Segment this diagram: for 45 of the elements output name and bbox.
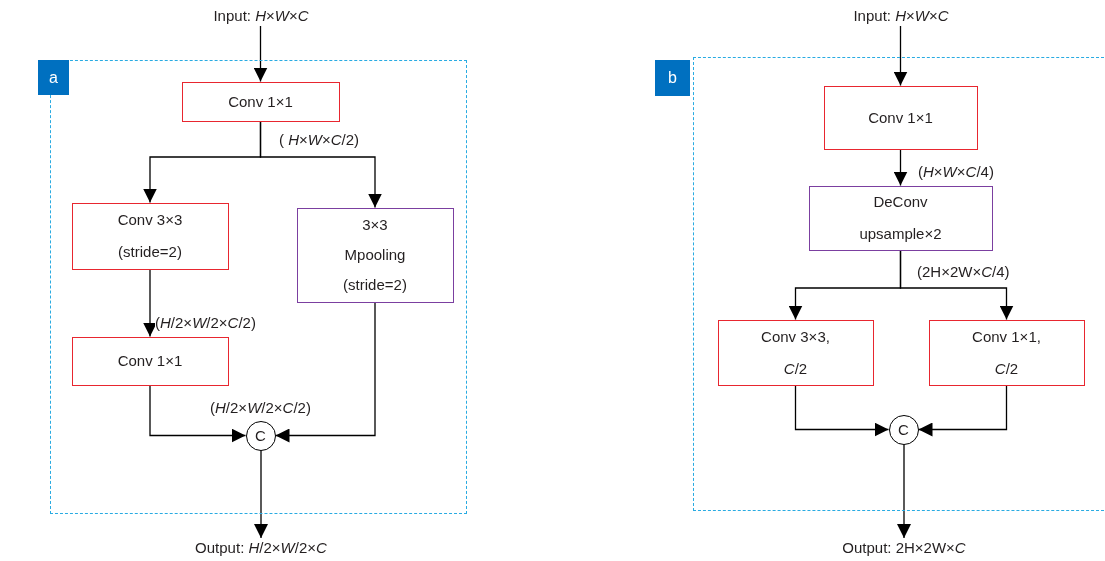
circle-label: C xyxy=(255,427,266,444)
process-box xyxy=(71,202,229,270)
arrow xyxy=(899,249,1014,321)
arrow xyxy=(143,268,157,338)
process-box xyxy=(808,185,993,251)
edge-label: (H/2×W/2×C/2) xyxy=(155,314,256,332)
arrow xyxy=(917,384,1008,437)
box-label: 3×3 Mpooling (stride=2) xyxy=(342,215,408,295)
box-label: Conv 3×3, C/2 xyxy=(760,326,831,379)
input-label: Input: H×W×C xyxy=(853,6,949,26)
arrow xyxy=(274,301,376,443)
arrow xyxy=(149,384,247,443)
arrow xyxy=(893,25,908,87)
dimension-label: (H/2×W/2×C/2) xyxy=(210,399,311,417)
concat-circle xyxy=(888,414,919,445)
box-label: Conv 1×1 xyxy=(867,107,934,128)
process-box xyxy=(181,81,340,122)
box-label: Conv 3×3 (stride=2) xyxy=(116,210,184,262)
box-label: DeConv upsample×2 xyxy=(858,192,943,244)
output-label: Output: H/2×W/2×C xyxy=(195,538,327,558)
arrow xyxy=(253,25,268,83)
process-box xyxy=(823,85,978,150)
process-box xyxy=(71,336,229,386)
edge-label: (2H×2W×C/4) xyxy=(917,263,1010,281)
arrow xyxy=(893,148,908,187)
edge-label: ( H×W×C/2) xyxy=(279,131,360,149)
tag-letter: a xyxy=(49,68,58,87)
panel-tag xyxy=(38,60,69,95)
output-label: Output: 2H×2W×C xyxy=(842,538,966,558)
box-label: Conv 1×1 xyxy=(227,91,294,112)
panel-tag xyxy=(655,60,690,96)
tag-letter: b xyxy=(668,69,677,87)
arrow xyxy=(897,443,911,539)
arrow xyxy=(794,384,890,437)
process-box xyxy=(717,319,874,386)
edge-label: (H×W×C/4) xyxy=(918,163,994,181)
arrow xyxy=(259,120,382,209)
circle-label: C xyxy=(898,421,909,438)
box-label: Conv 1×1 xyxy=(116,351,184,371)
input-label: Input: H×W×C xyxy=(213,6,309,26)
arrow xyxy=(254,449,268,539)
process-box xyxy=(296,207,454,303)
process-box xyxy=(928,319,1085,386)
concat-circle xyxy=(245,420,276,451)
box-label: Conv 1×1, C/2 xyxy=(971,326,1042,379)
